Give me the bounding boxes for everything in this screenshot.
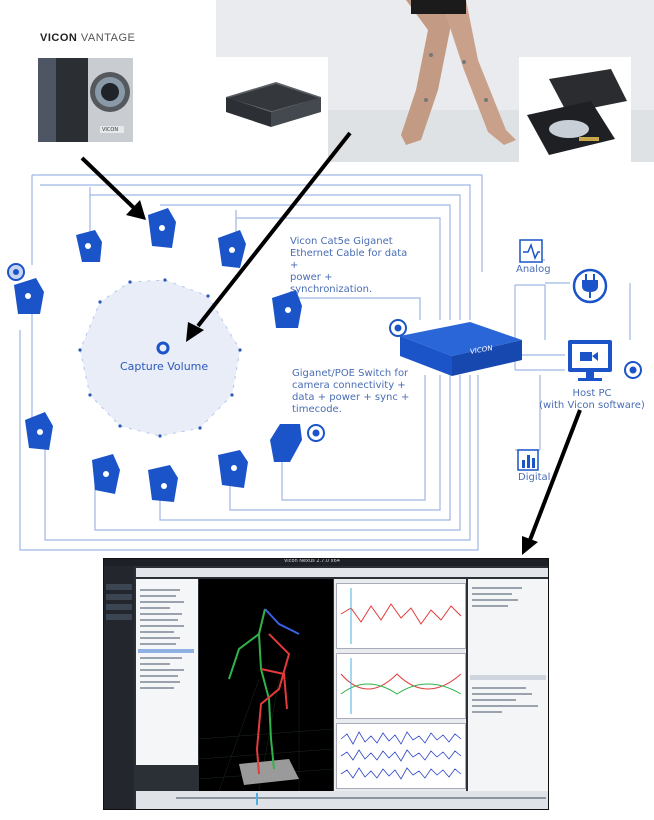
graph-panel bbox=[336, 723, 466, 789]
app-toolbar bbox=[136, 568, 548, 577]
vantage-logo: VICON VANTAGE bbox=[40, 32, 135, 44]
analog-label: Analog bbox=[516, 264, 551, 275]
graph-panel bbox=[336, 653, 466, 719]
switch-description: Giganet/POE Switch for camera connectivi… bbox=[292, 368, 412, 416]
capture-volume-label: Capture Volume bbox=[120, 360, 209, 373]
vicon-nexus-screenshot: Vicon Nexus 2.7.0 x64 bbox=[103, 558, 549, 810]
app-graphs-panel bbox=[334, 579, 466, 791]
arrow bbox=[528, 409, 582, 541]
vantage-camera-logo: VICON bbox=[102, 127, 119, 133]
graph-panel bbox=[336, 583, 466, 649]
digital-label: Digital bbox=[518, 472, 551, 483]
arrow bbox=[196, 131, 352, 328]
vantage-logo-product: VANTAGE bbox=[80, 32, 136, 44]
app-titlebar: Vicon Nexus 2.7.0 x64 bbox=[104, 559, 548, 566]
host-pc-label: Host PC (with Vicon software) bbox=[532, 388, 652, 412]
camera-icon bbox=[270, 424, 302, 462]
app-sidebar bbox=[104, 566, 134, 809]
vantage-camera-photo: VICON VANTAGE VICON bbox=[28, 22, 140, 162]
switch-description-line: data + power + sync + bbox=[292, 392, 410, 403]
host-pc-icon bbox=[568, 340, 612, 381]
app-title: Vicon Nexus 2.7.0 x64 bbox=[284, 558, 340, 564]
cable-description-line: power + synchronization. bbox=[290, 272, 373, 295]
capture-volume-area bbox=[79, 279, 241, 437]
cable-description-line: Ethernet Cable for data + bbox=[290, 248, 408, 271]
host-pc-label-line: (with Vicon software) bbox=[539, 400, 645, 411]
arrow bbox=[80, 156, 136, 210]
cable-description-line: Vicon Cat5e Giganet bbox=[290, 236, 393, 247]
switch-description-line: timecode. bbox=[292, 404, 342, 415]
app-timeline bbox=[136, 791, 548, 809]
app-3d-viewport bbox=[199, 579, 333, 791]
lock-lab-photo bbox=[519, 57, 631, 162]
vantage-logo-brand: VICON bbox=[40, 32, 78, 44]
switch-description-line: camera connectivity + bbox=[292, 380, 406, 391]
cable-description: Vicon Cat5e Giganet Ethernet Cable for d… bbox=[290, 236, 410, 296]
lock-device-photo bbox=[216, 57, 328, 162]
host-pc-label-line: Host PC bbox=[572, 388, 612, 399]
capture-volume-center-icon bbox=[156, 341, 170, 355]
giganet-switch-icon bbox=[400, 322, 522, 376]
switch-description-line: Giganet/POE Switch for bbox=[292, 368, 409, 379]
app-data-tree bbox=[136, 579, 198, 765]
digital-icon bbox=[517, 449, 539, 471]
app-tools-pane bbox=[468, 579, 548, 791]
